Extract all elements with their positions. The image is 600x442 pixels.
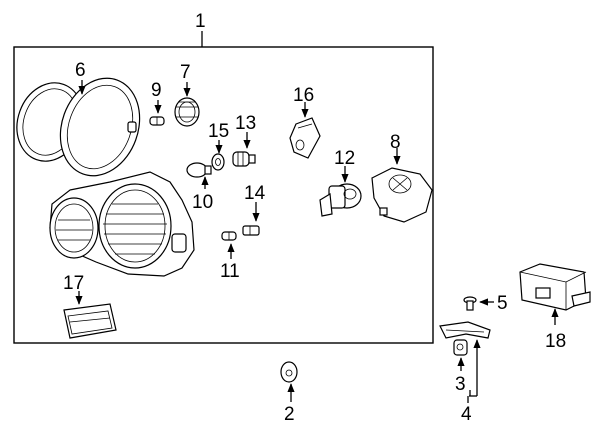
callout-10: 10: [192, 192, 213, 213]
control-module-18: [519, 263, 591, 311]
nut-2: [280, 361, 298, 383]
headlamp-cover-cap-8: [371, 167, 433, 223]
bulb-socket-7: [174, 97, 200, 127]
callout-11: 11: [220, 261, 240, 282]
bulb-10: [186, 162, 212, 178]
fog-lamp-17: [63, 303, 117, 339]
clip-3: [453, 339, 468, 356]
washer-15: [211, 153, 225, 171]
headlamp-bulb-12: [319, 183, 362, 217]
assembly-frame: [13, 46, 434, 344]
callout-16: 16: [293, 85, 314, 106]
callout-2: 2: [284, 404, 295, 425]
headlamp-bezel-rings: [16, 77, 141, 177]
bracket-4: [439, 321, 491, 339]
headlamp-housing: [49, 171, 195, 277]
bulb-11: [221, 231, 237, 241]
callout-7: 7: [180, 62, 191, 83]
callout-8: 8: [390, 132, 401, 153]
callout-1: 1: [195, 11, 206, 32]
callout-17: 17: [63, 273, 84, 294]
callout-6: 6: [75, 60, 86, 81]
callout-18: 18: [545, 331, 566, 352]
bulb-socket-14: [242, 225, 260, 236]
callout-14: 14: [244, 183, 266, 204]
callout-13: 13: [235, 113, 256, 134]
bulb-9: [149, 116, 165, 126]
callout-15: 15: [208, 121, 229, 142]
callout-4: 4: [461, 404, 472, 425]
connector-16: [289, 117, 321, 159]
screw-5: [463, 296, 477, 311]
callout-3: 3: [455, 374, 466, 395]
callout-9: 9: [151, 80, 162, 101]
bulb-socket-13: [232, 151, 256, 167]
callout-12: 12: [334, 148, 355, 169]
callout-5: 5: [497, 293, 508, 314]
